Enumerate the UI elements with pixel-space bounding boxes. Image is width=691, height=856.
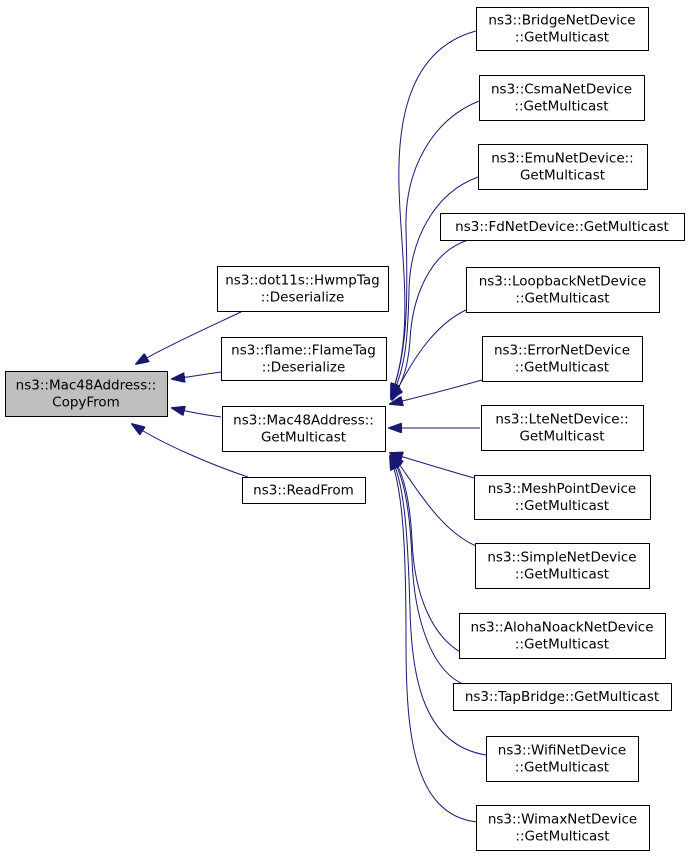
node-box	[466, 267, 660, 313]
node-box	[217, 266, 389, 312]
node-box	[482, 336, 643, 382]
edge-csma-to-getmc	[391, 100, 480, 397]
edge-bridge-to-getmc	[391, 30, 477, 396]
node-label-line: GetMulticast	[519, 429, 604, 445]
node-bridge[interactable]: ns3::BridgeNetDevice::GetMulticast	[476, 7, 649, 51]
node-label-line: ::Deserialize	[262, 360, 346, 376]
node-box	[479, 75, 645, 121]
node-box	[221, 337, 387, 381]
node-fd[interactable]: ns3::FdNetDevice::GetMulticast	[440, 213, 685, 241]
node-box	[481, 405, 644, 451]
edge-emu-to-getmc	[391, 176, 479, 398]
node-tap[interactable]: ns3::TapBridge::GetMulticast	[453, 683, 672, 711]
node-label-line: ns3::WifiNetDevice	[498, 743, 626, 759]
node-label-line: ns3::CsmaNetDevice	[491, 82, 632, 98]
edge-fd-to-getmc	[391, 239, 469, 399]
node-label-line: ::GetMulticast	[514, 99, 608, 115]
edge-meshpoint-to-getmc	[390, 453, 475, 479]
node-label-line: ns3::AlohaNoackNetDevice	[470, 620, 653, 636]
node-label-line: ns3::FdNetDevice::GetMulticast	[455, 219, 669, 235]
node-root[interactable]: ns3::Mac48Address::CopyFrom	[5, 371, 168, 417]
node-label-line: ns3::dot11s::HwmpTag	[225, 273, 379, 289]
node-label-line: ::GetMulticast	[515, 291, 609, 307]
edge-wifi-to-getmc	[390, 456, 487, 756]
edge-simple-to-getmc	[392, 454, 477, 547]
node-box	[478, 144, 648, 190]
edge-hwmp-to-root	[136, 310, 244, 364]
node-box	[453, 683, 672, 711]
node-label-line: ::GetMulticast	[515, 760, 609, 776]
node-label-line: ns3::WimaxNetDevice	[488, 812, 637, 828]
node-label-line: GetMulticast	[261, 430, 346, 446]
node-label-line: ns3::LteNetDevice::	[495, 412, 628, 428]
node-simple[interactable]: ns3::SimpleNetDevice::GetMulticast	[475, 543, 650, 589]
node-box	[5, 371, 168, 417]
node-box	[440, 213, 685, 241]
node-box	[222, 406, 386, 452]
node-label-line: ns3::ErrorNetDevice	[494, 343, 630, 359]
node-error[interactable]: ns3::ErrorNetDevice::GetMulticast	[482, 336, 643, 382]
edge-wimax-to-getmc	[390, 457, 478, 823]
node-label-line: ::GetMulticast	[515, 567, 609, 583]
node-box	[242, 477, 366, 504]
node-label-line: ns3::ReadFrom	[253, 483, 354, 499]
edge-error-to-getmc	[390, 379, 483, 404]
node-wifi[interactable]: ns3::WifiNetDevice::GetMulticast	[486, 736, 639, 782]
edges	[132, 30, 487, 823]
node-box	[459, 613, 666, 659]
node-label-line: ::GetMulticast	[515, 360, 609, 376]
node-label-line: ns3::EmuNetDevice::	[491, 151, 633, 167]
edge-aloha-to-getmc	[391, 455, 474, 659]
node-flame[interactable]: ns3::flame::FlameTag::Deserialize	[221, 337, 387, 381]
node-box	[476, 805, 650, 851]
node-box	[476, 7, 649, 51]
node-label-line: ::GetMulticast	[515, 498, 609, 514]
edge-loopback-to-getmc	[392, 309, 467, 400]
node-label-line: ::GetMulticast	[515, 829, 609, 845]
node-label-line: ::GetMulticast	[515, 30, 609, 46]
node-label-line: ns3::MeshPointDevice	[488, 481, 637, 497]
node-label-line: ns3::Mac48Address::	[233, 413, 374, 429]
node-label-line: ns3::flame::FlameTag	[231, 343, 376, 359]
node-label-line: ns3::SimpleNetDevice	[487, 550, 636, 566]
node-label-line: ::Deserialize	[261, 290, 345, 306]
node-getmc[interactable]: ns3::Mac48Address::GetMulticast	[222, 406, 386, 452]
node-lte[interactable]: ns3::LteNetDevice::GetMulticast	[481, 405, 644, 451]
node-box	[474, 475, 651, 520]
node-label-line: ::GetMulticast	[515, 637, 609, 653]
node-hwmp[interactable]: ns3::dot11s::HwmpTag::Deserialize	[217, 266, 389, 312]
node-box	[475, 543, 650, 589]
node-label-line: CopyFrom	[52, 395, 120, 411]
node-wimax[interactable]: ns3::WimaxNetDevice::GetMulticast	[476, 805, 650, 851]
node-label-line: ns3::Mac48Address::	[16, 378, 157, 394]
node-meshpoint[interactable]: ns3::MeshPointDevice::GetMulticast	[474, 475, 651, 520]
edge-getmc-to-root	[172, 408, 222, 418]
node-readfrom[interactable]: ns3::ReadFrom	[242, 477, 366, 504]
edge-tap-to-getmc	[391, 456, 469, 687]
edge-readfrom-to-root	[132, 424, 249, 478]
node-label-line: GetMulticast	[520, 168, 605, 184]
node-emu[interactable]: ns3::EmuNetDevice::GetMulticast	[478, 144, 648, 190]
node-csma[interactable]: ns3::CsmaNetDevice::GetMulticast	[479, 75, 645, 121]
nodes: ns3::Mac48Address::CopyFrom ns3::dot11s::…	[5, 7, 685, 851]
node-loopback[interactable]: ns3::LoopbackNetDevice::GetMulticast	[466, 267, 660, 313]
node-label-line: ns3::BridgeNetDevice	[488, 13, 635, 29]
node-box	[486, 736, 639, 782]
node-label-line: ns3::TapBridge::GetMulticast	[465, 689, 659, 705]
edge-flame-to-root	[172, 371, 222, 379]
node-label-line: ns3::LoopbackNetDevice	[479, 274, 647, 290]
node-aloha[interactable]: ns3::AlohaNoackNetDevice::GetMulticast	[459, 613, 666, 659]
